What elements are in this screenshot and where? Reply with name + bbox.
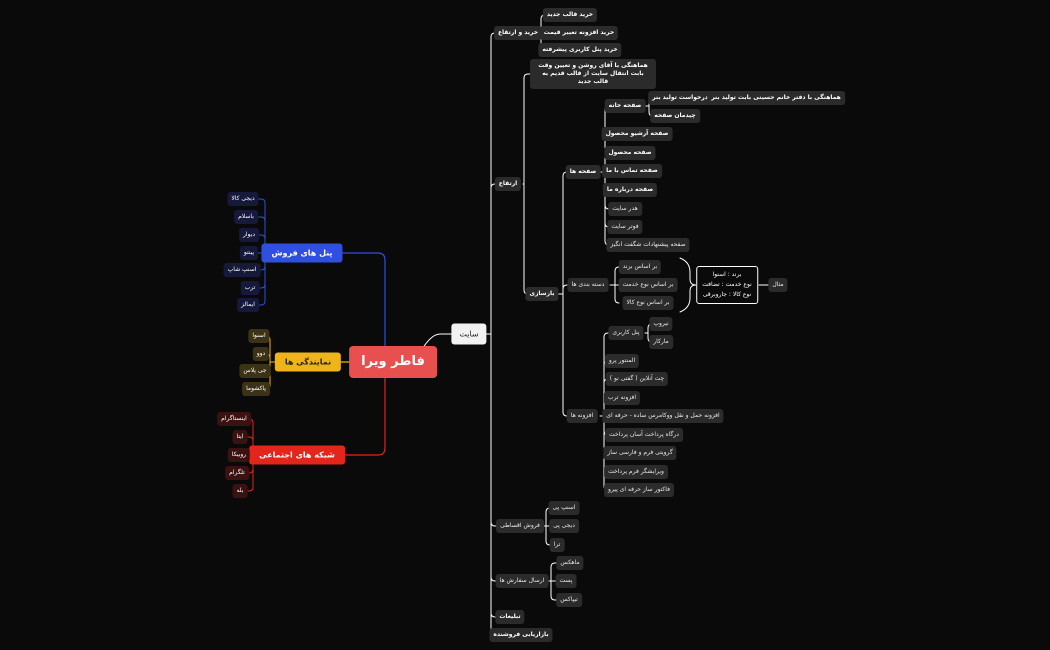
- connector-line: [562, 284, 568, 290]
- social-network-item[interactable]: روبیکا: [227, 448, 251, 462]
- plugin-item[interactable]: ویرایشگر فرم پرداخت: [604, 465, 668, 479]
- plugin-item[interactable]: افزونه ترب: [603, 391, 641, 405]
- installment-item[interactable]: ترا: [549, 538, 565, 552]
- purchase-item[interactable]: خرید افزونه تغییر قیمت: [539, 26, 619, 40]
- plugin-item[interactable]: المنتور پرو: [604, 354, 640, 368]
- purchase-upgrade-node[interactable]: خرید و ارتقاع: [493, 26, 543, 40]
- connector-line: [679, 257, 697, 313]
- example-line: برند : اسنوا: [712, 271, 742, 278]
- home-page-node[interactable]: صفحه خانه: [604, 99, 646, 113]
- connector-line: [335, 252, 386, 349]
- sales-panel-item[interactable]: پینتو: [239, 246, 259, 260]
- user-panel-item[interactable]: مارکار: [649, 335, 673, 349]
- plugins-node[interactable]: افزونه ها: [566, 409, 598, 423]
- representative-item[interactable]: پاکشوما: [242, 382, 270, 396]
- social-network-item[interactable]: تلگرام: [225, 466, 249, 480]
- category-example-box: برند : اسنوا نوع خدمت : تضافت نوع کالا :…: [696, 266, 758, 304]
- page-layout-node[interactable]: چیدمان صفحه: [650, 109, 700, 123]
- sales-panel-item[interactable]: ایمالز: [237, 298, 259, 312]
- user-panel-node[interactable]: پنل کاربری: [608, 326, 644, 340]
- social-network-item[interactable]: بله: [232, 484, 248, 498]
- connector-line: [550, 562, 557, 568]
- shipping-item[interactable]: پست: [555, 574, 577, 588]
- category-item[interactable]: بر اساس نوع کالا: [622, 296, 674, 310]
- category-item[interactable]: بر اساس برند: [618, 260, 662, 274]
- upgrade-node[interactable]: ارتقاع: [494, 177, 522, 191]
- ads-node[interactable]: تبلیغات: [495, 610, 525, 624]
- sales-panel-item[interactable]: دیجی کالا: [227, 192, 259, 206]
- plugin-item[interactable]: چت آنلاین ( گفتی نو ): [605, 372, 669, 386]
- representative-item[interactable]: جی پلاس: [239, 364, 271, 378]
- social-network-item[interactable]: ایتا: [232, 430, 248, 444]
- representative-item[interactable]: دوو: [252, 347, 270, 361]
- connector-line: [247, 436, 254, 442]
- connector-line: [254, 198, 266, 204]
- page-item[interactable]: صفحه پیشنهادات شگفت انگیز: [606, 238, 690, 252]
- installment-item[interactable]: دیجی پی: [549, 519, 579, 533]
- sales-panel-item[interactable]: اسنپ شاپ: [223, 263, 261, 277]
- sales-panels-node[interactable]: پنل های فروش: [261, 243, 343, 263]
- installments-node[interactable]: فروش اقساطی: [496, 519, 544, 533]
- site-node[interactable]: سایت: [451, 323, 487, 345]
- representative-item[interactable]: اسنوا: [248, 329, 270, 343]
- categorization-node[interactable]: دسته بندی ها: [567, 278, 609, 292]
- plugin-item[interactable]: درگاه پرداخت آسان پرداخت: [605, 428, 683, 442]
- plugin-item[interactable]: فاکتور ساز حرفه ای پیرو: [604, 483, 674, 497]
- shipping-node[interactable]: ارسال سفارش ها: [495, 574, 549, 588]
- installment-item[interactable]: اسنپ پی: [548, 501, 580, 515]
- connector-line: [550, 595, 557, 601]
- page-item[interactable]: صفحه درباره ما: [602, 183, 658, 197]
- shipping-item[interactable]: تیپاکس: [556, 593, 582, 607]
- connector-line: [603, 332, 609, 338]
- pages-node[interactable]: صفحه ها: [565, 165, 601, 179]
- connector-line: [562, 411, 568, 417]
- example-line: نوع خدمت : تضافت: [702, 281, 752, 288]
- example-line: نوع کالا : جاروبرقی: [702, 291, 752, 298]
- plugin-item[interactable]: گرویتی فرم و فارسی ساز: [603, 446, 677, 460]
- page-item[interactable]: هدر سایت: [608, 202, 642, 216]
- plugin-item[interactable]: افزونه حمل و نقل ووکامرس ساده - حرفه ای: [602, 409, 724, 423]
- upgrade-coordination-node[interactable]: هماهنگی با آقای روشن و تعیین وقت بابت ان…: [530, 59, 656, 89]
- page-item[interactable]: صفحه آرشیو محصول: [601, 127, 673, 141]
- connector-line: [614, 298, 620, 304]
- sales-panel-item[interactable]: ترب: [240, 281, 260, 295]
- sales-panel-item[interactable]: دیوار: [238, 228, 260, 242]
- example-node[interactable]: مثال: [768, 278, 788, 292]
- page-item[interactable]: فوتر سایت: [607, 220, 643, 234]
- connector-line: [523, 73, 532, 79]
- connector-line: [247, 486, 254, 492]
- shipping-item[interactable]: ماهکس: [556, 556, 584, 570]
- banner-request-node[interactable]: درخواست تولید بنر: [648, 91, 712, 105]
- sales-panel-item[interactable]: باسلام: [234, 210, 258, 224]
- page-item[interactable]: صفحه محصول: [604, 146, 656, 160]
- social-network-item[interactable]: اینستاگرام: [217, 412, 251, 426]
- page-item[interactable]: صفحه تماس با ما: [602, 164, 662, 178]
- purchase-item[interactable]: خرید قالب جدید: [542, 8, 598, 22]
- banner-coordination-node[interactable]: هماهنگی با دفتر خانم حسینی بابت تولید بن…: [707, 91, 845, 105]
- seller-marketing-node[interactable]: بازاریابی فروشنده: [489, 628, 553, 642]
- connector-line: [614, 266, 620, 272]
- root-node[interactable]: فاطر ویرا: [349, 346, 437, 378]
- user-panel-item[interactable]: نیروپ: [649, 317, 673, 331]
- connector-line: [335, 375, 386, 456]
- social-networks-node[interactable]: شبکه های اجتماعی: [249, 445, 345, 465]
- purchase-item[interactable]: خرید پنل کاربری پیشرفته: [538, 43, 622, 57]
- redesign-node[interactable]: بازسازی: [525, 287, 559, 301]
- connector-line: [254, 300, 266, 306]
- category-item[interactable]: بر اساس نوع خدمت: [618, 278, 678, 292]
- representatives-node[interactable]: نمایندگی ها: [274, 352, 342, 372]
